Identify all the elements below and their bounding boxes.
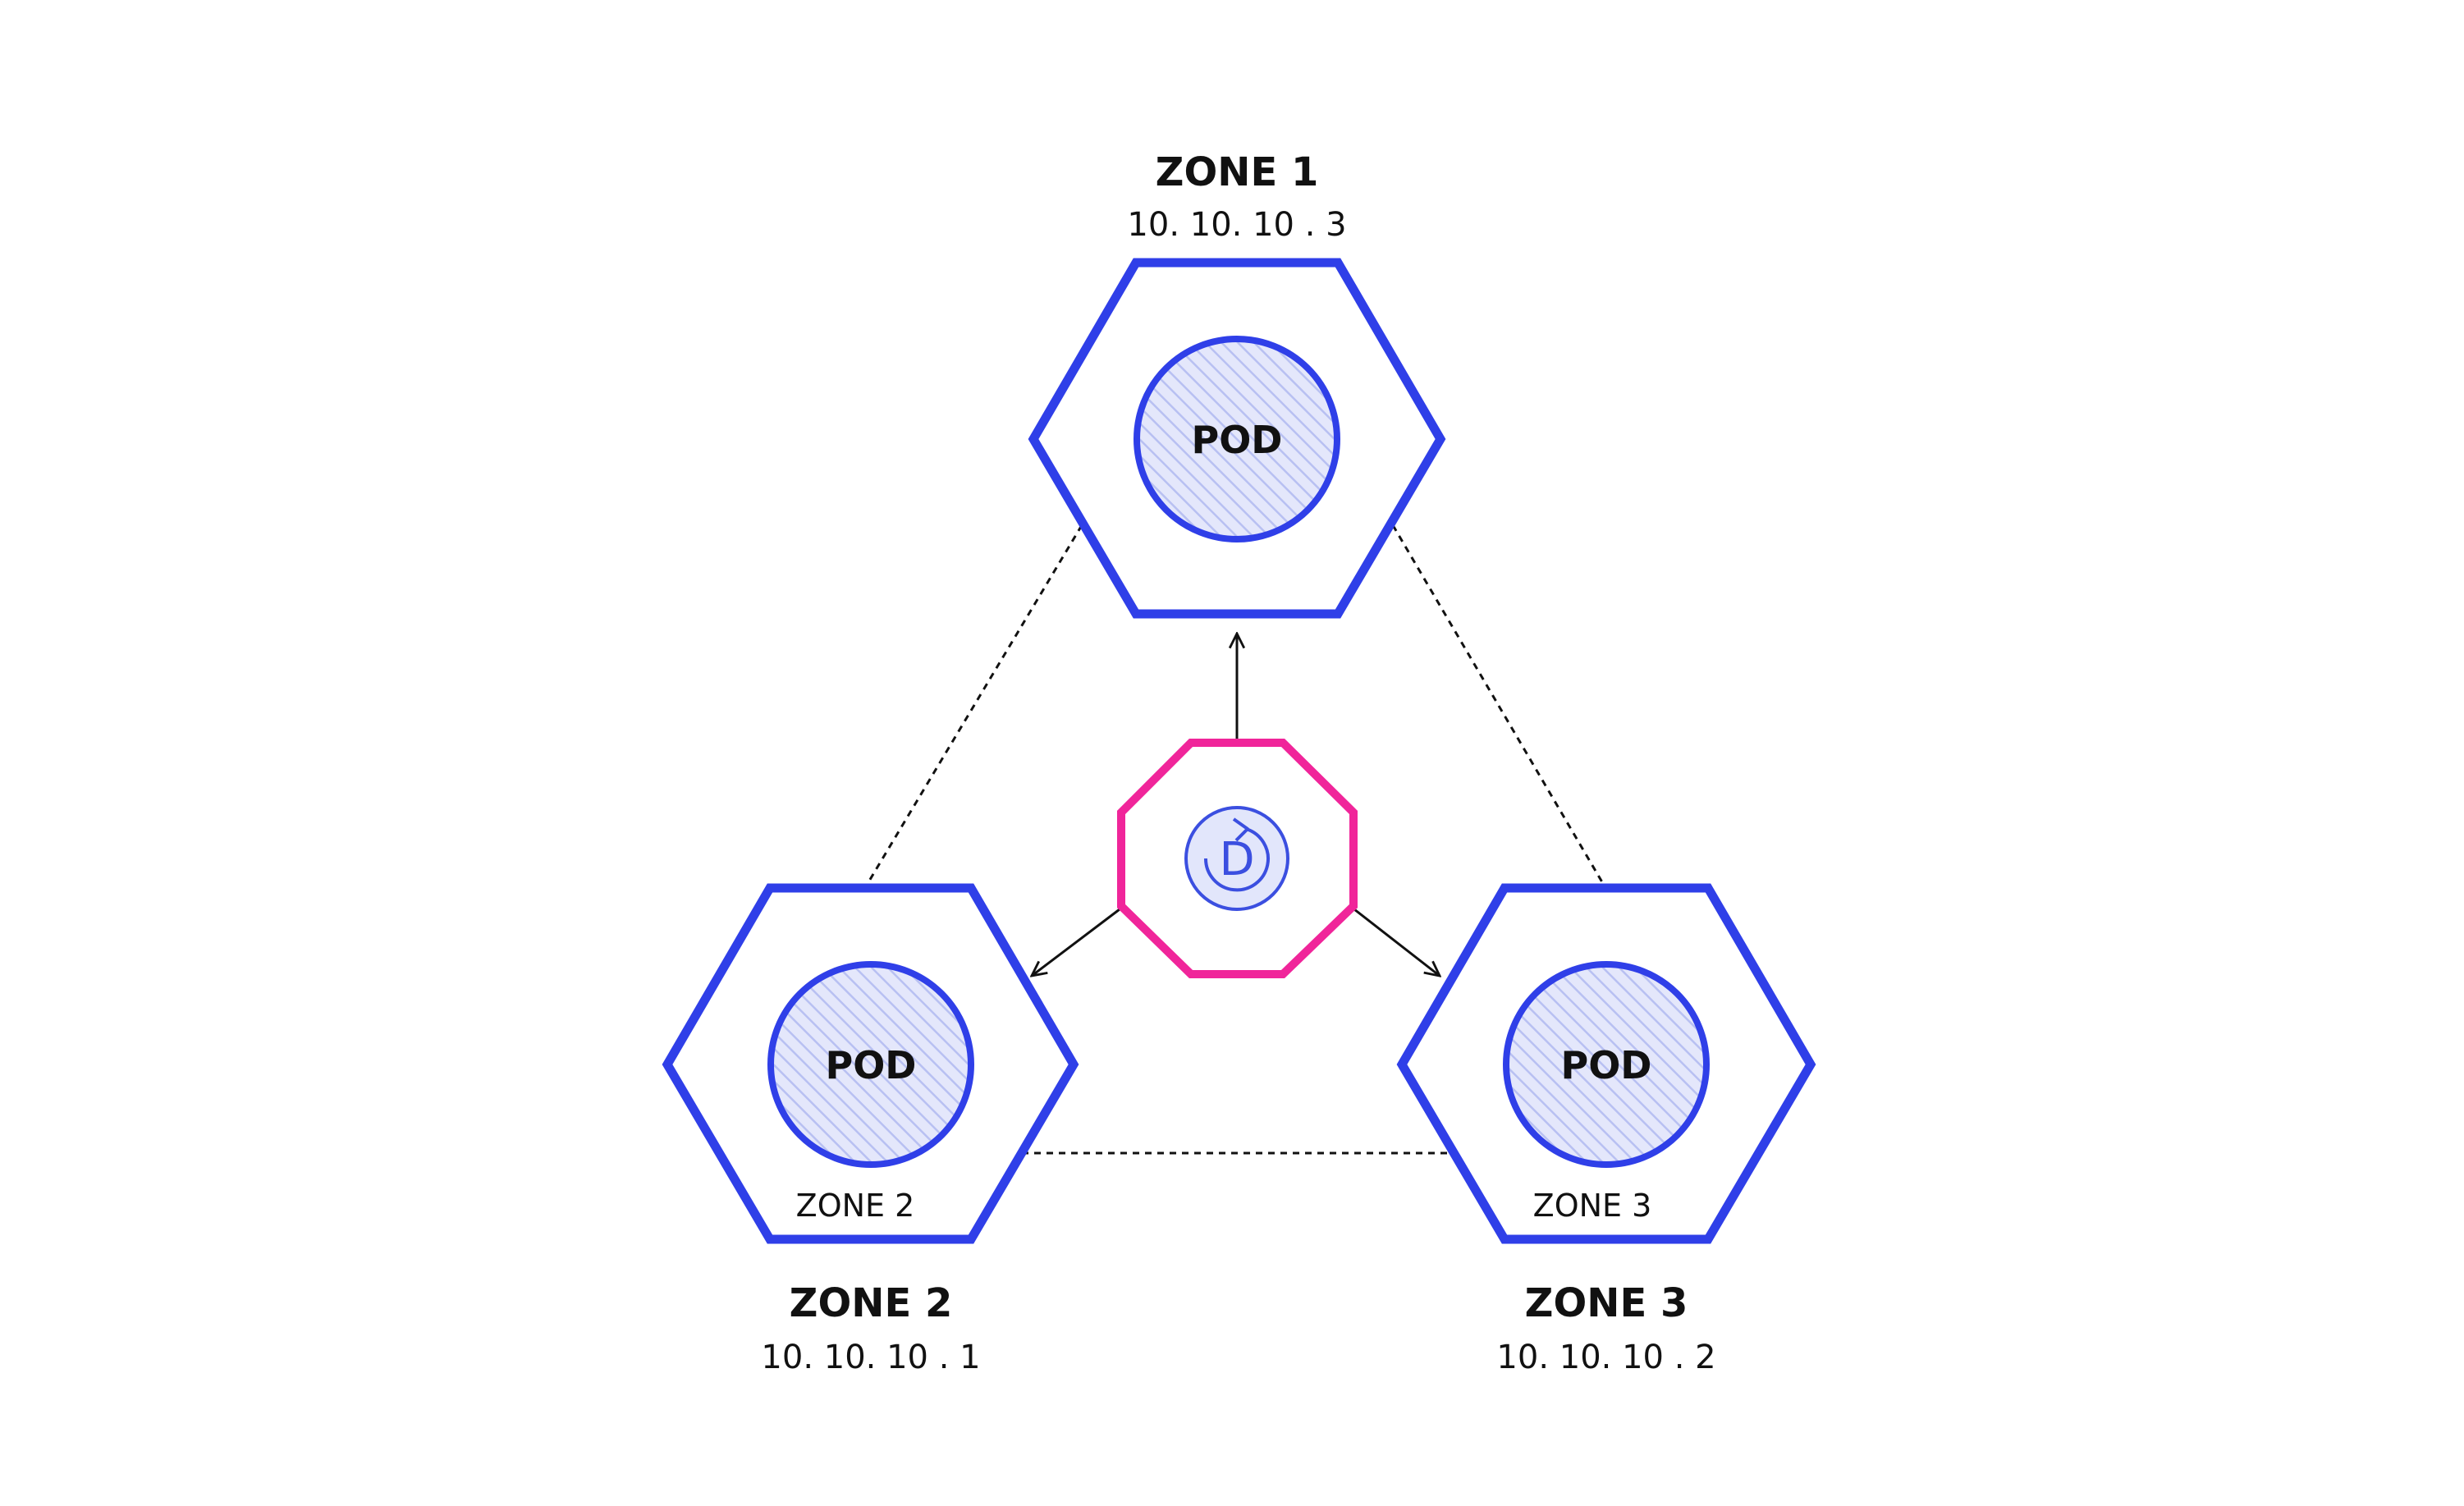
zone-2: POD ZONE 2 ZONE 2 10. 10. 10 . 1 (662, 883, 1079, 1376)
zone-2-pod[interactable] (767, 961, 974, 1168)
zone-1-pod[interactable] (1134, 336, 1340, 542)
zone-2-inner-label: ZONE 2 (796, 1188, 915, 1224)
zone-2-pod-label: POD (825, 1043, 916, 1087)
arrow-to-zone-3 (1353, 908, 1440, 976)
zone-1-title: ZONE 1 (1156, 149, 1319, 195)
dapr-d-rotate-icon: D (1184, 806, 1289, 911)
zone-1: POD ZONE 1 10. 10. 10 . 3 (1028, 149, 1446, 619)
zone-2-title: ZONE 2 (790, 1280, 953, 1326)
zone-1-ip: 10. 10. 10 . 3 (1127, 206, 1346, 244)
center-node[interactable]: D (1117, 739, 1358, 978)
zone-3: POD ZONE 3 ZONE 3 10. 10. 10 . 2 (1396, 883, 1816, 1376)
zone-1-pod-label: POD (1191, 418, 1282, 462)
link-zone1-zone2 (864, 524, 1083, 887)
zone-3-inner-label: ZONE 3 (1533, 1188, 1652, 1224)
zone-3-ip: 10. 10. 10 . 2 (1496, 1339, 1715, 1376)
link-zone1-zone3 (1391, 524, 1606, 887)
center-icon-letter: D (1219, 833, 1254, 886)
arrow-to-zone-2 (1032, 908, 1120, 976)
zone-3-pod[interactable] (1503, 961, 1710, 1168)
zone-2-ip: 10. 10. 10 . 1 (761, 1339, 980, 1376)
zone-3-pod-label: POD (1560, 1043, 1651, 1087)
zone-3-title: ZONE 3 (1525, 1280, 1688, 1326)
